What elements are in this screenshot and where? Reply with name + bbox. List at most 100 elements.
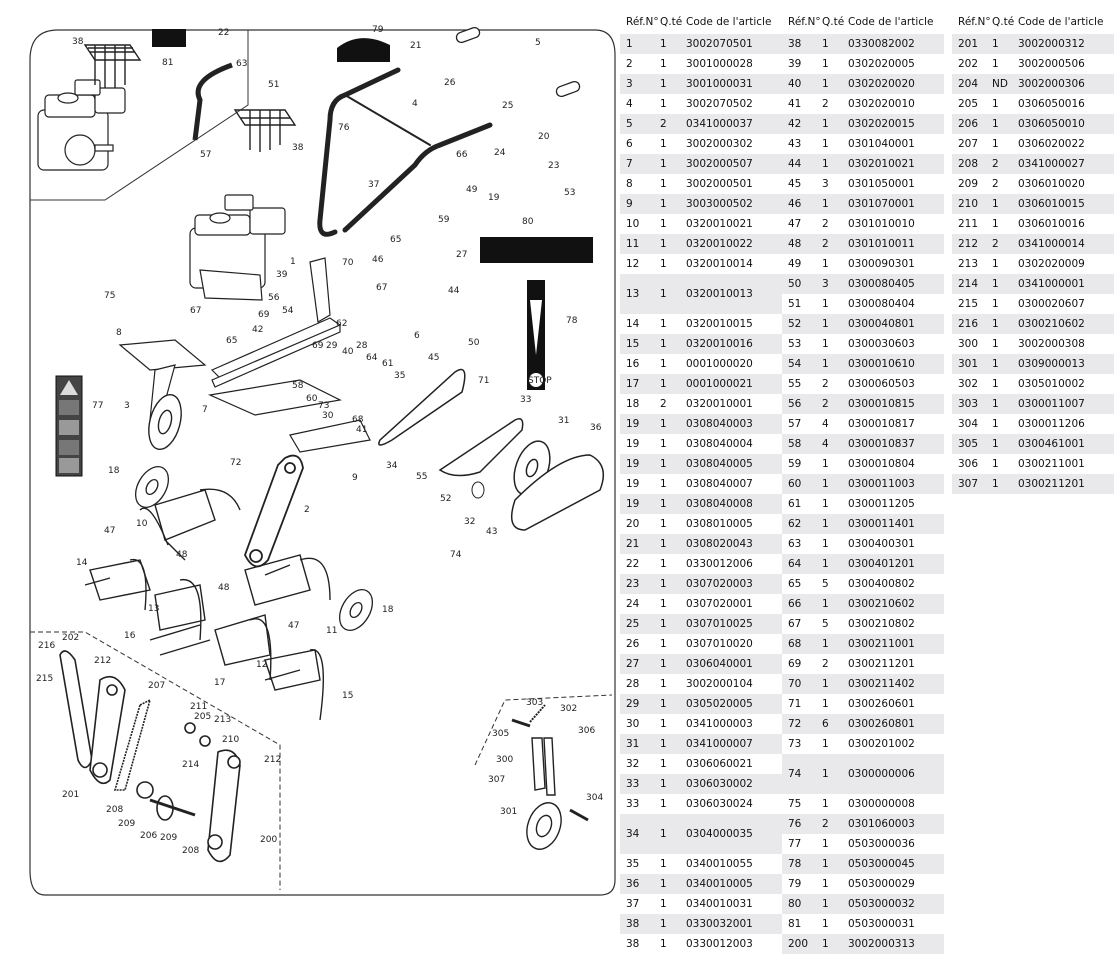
table-row: 41 2 0302020010 [782,94,944,114]
quantity: 1 [822,298,829,310]
transmission-inset-border [30,631,281,890]
callout-label: 14 [76,558,88,568]
quantity: 5 [822,578,829,590]
article-code: 0330012003 [686,938,753,950]
callout-label: 69 [312,341,324,351]
article-code: 0301040001 [848,138,915,150]
callout-label: 18 [108,466,120,476]
callout-label: 60 [306,394,318,404]
callout-label: 209 [118,819,135,829]
callout-label: 38 [292,143,304,153]
callout-label: 5 [535,38,541,48]
decal-81 [152,29,186,47]
article-code: 0308040005 [686,458,753,470]
table-row: 63 1 0300400301 [782,534,944,554]
table-row: 204 ND 3002000306 [952,74,1114,94]
ref-number: 23 [626,578,640,590]
callout-label: 215 [36,674,53,684]
diagram-frame [29,29,616,896]
quantity: 1 [822,458,829,470]
callout-label: 51 [268,80,279,90]
article-code: 0306040001 [686,658,753,670]
ref-number: 27 [626,658,640,670]
table-row: 30 1 0341000003 [620,714,782,734]
ref-number: 14 [626,318,640,330]
table-row: 76 2 0301060003 [782,814,944,834]
header-qty: Q.té [660,16,683,28]
table-row: 81 1 0503000031 [782,914,944,934]
ref-number: 24 [626,598,640,610]
callout-label: 200 [260,835,277,845]
quantity: 1 [822,118,829,130]
callout-label: 17 [214,678,225,688]
belt-icon [438,418,524,477]
table-row: 38 1 0330032001 [620,914,782,934]
table-row: 25 1 0307010025 [620,614,782,634]
table-row: 208 2 0341000027 [952,154,1114,174]
callout-label: 53 [564,188,575,198]
quantity: 1 [992,458,999,470]
ref-number: 201 [958,38,979,50]
ref-number: 307 [958,478,979,490]
quantity: 1 [822,338,829,350]
article-code: 0001000021 [686,378,753,390]
callout-label: 211 [190,702,207,712]
article-code: 0300211001 [848,638,915,650]
table-row: 5 2 0341000037 [620,114,782,134]
article-code: 0300201002 [848,738,915,750]
ref-number: 5 [626,118,633,130]
callout-label: 56 [268,293,280,303]
article-code: 0300000006 [848,768,915,780]
ref-number: 49 [788,258,802,270]
table-row: 205 1 0306050016 [952,94,1114,114]
article-code: 0341000014 [1018,238,1085,250]
ref-number: 44 [788,158,802,170]
tiller-tines-icon [84,488,331,721]
article-code: 0300260801 [848,718,915,730]
article-code: 0300400301 [848,538,915,550]
quantity: 6 [822,718,829,730]
table-row: 69 2 0300211201 [782,654,944,674]
callout-label: 70 [342,258,354,268]
table-row: 14 1 0320010015 [620,314,782,334]
ref-number: 301 [958,358,979,370]
table-row: 202 1 3002000506 [952,54,1114,74]
table-row: 73 1 0300201002 [782,734,944,754]
ref-number: 212 [958,238,979,250]
ref-number: 32 [626,758,640,770]
callout-label: 22 [218,28,229,38]
article-code: 3002000312 [1018,38,1085,50]
parts-table-3: Réf.N° Q.té Code de l'article 201 1 3002… [952,10,1114,494]
callout-label: 302 [560,704,577,714]
decal-77 [55,375,83,477]
article-code: 0308040003 [686,418,753,430]
callout-label: 212 [94,656,111,666]
callout-label: 81 [162,58,173,68]
callout-label: 15 [342,691,353,701]
callout-label: 36 [590,423,602,433]
table-row: 19 1 0308040007 [620,474,782,494]
callout-label: 46 [372,255,384,265]
quantity: 3 [822,178,829,190]
header-code: Code de l'article [1018,16,1104,28]
table-row: 19 1 0308040005 [620,454,782,474]
callout-label: 65 [226,336,237,346]
ref-number: 211 [958,218,979,230]
article-code: 0301010010 [848,218,915,230]
callout-label: 212 [264,755,281,765]
table-row: 34 1 0304000035 [620,814,782,854]
callout-label: 27 [456,250,467,260]
quantity: 2 [660,118,667,130]
quantity: 1 [992,378,999,390]
callout-label: 34 [386,461,398,471]
table-row: 20 1 0308010005 [620,514,782,534]
table-row: 13 1 0320010013 [620,274,782,314]
header-qty: Q.té [822,16,845,28]
ref-number: 7 [626,158,633,170]
article-code: 0503000045 [848,858,915,870]
callout-label: 73 [318,401,329,411]
ref-number: 59 [788,458,802,470]
quantity: 1 [660,658,667,670]
article-code: 0301070001 [848,198,915,210]
article-code: 0340010031 [686,898,753,910]
